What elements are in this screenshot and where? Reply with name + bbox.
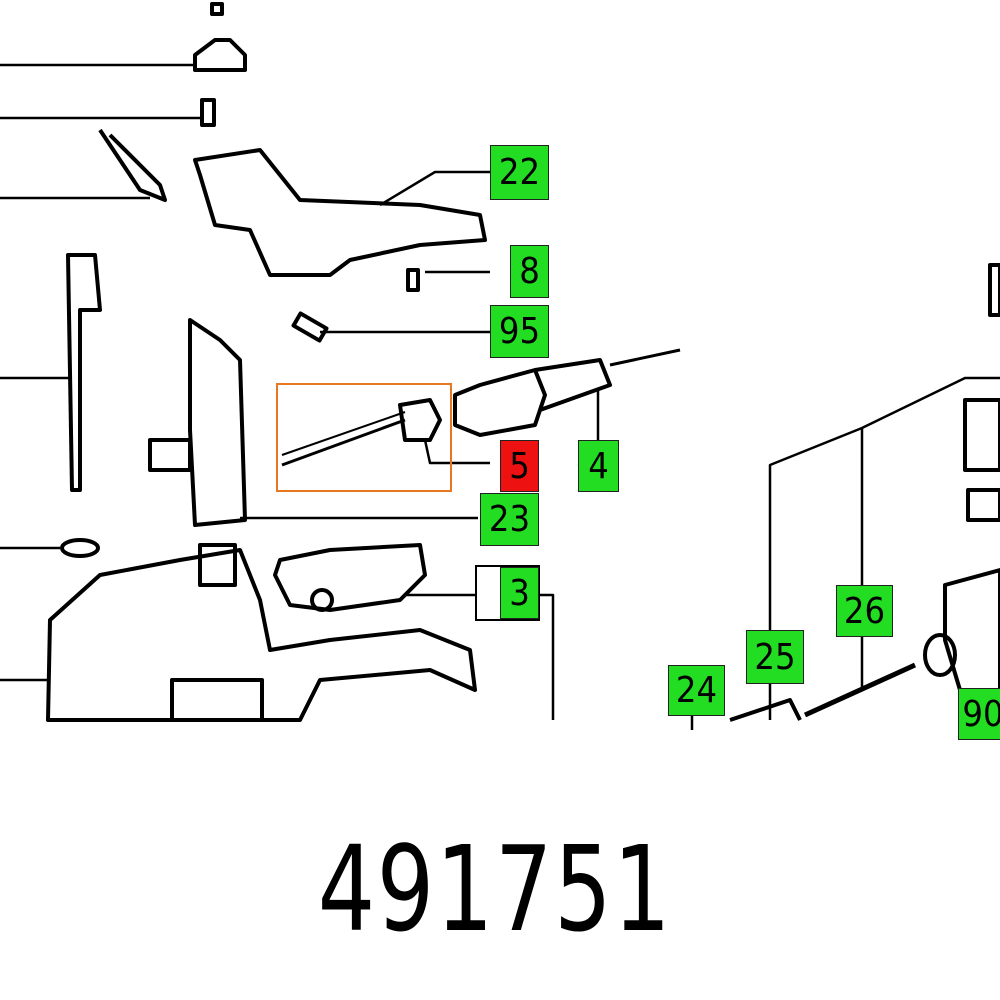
part-label-26[interactable]: 26 [836,585,893,637]
part-label-90[interactable]: 90 [958,688,1000,740]
part-label-95[interactable]: 95 [490,305,549,358]
part-label-5[interactable]: 5 [500,440,539,492]
part-number: 491751 [317,820,673,958]
part-label-3[interactable]: 3 [500,567,539,619]
exploded-parts-drawing [0,2,1000,730]
part-label-23[interactable]: 23 [480,493,539,546]
part-label-22[interactable]: 22 [490,145,549,200]
leader-lines [0,63,1000,730]
selected-part-highlight [276,383,452,492]
part-shapes [46,2,1000,722]
part-label-8[interactable]: 8 [510,245,549,298]
part-label-4[interactable]: 4 [578,440,619,492]
part-label-25[interactable]: 25 [746,630,804,684]
part-label-24[interactable]: 24 [668,665,725,716]
